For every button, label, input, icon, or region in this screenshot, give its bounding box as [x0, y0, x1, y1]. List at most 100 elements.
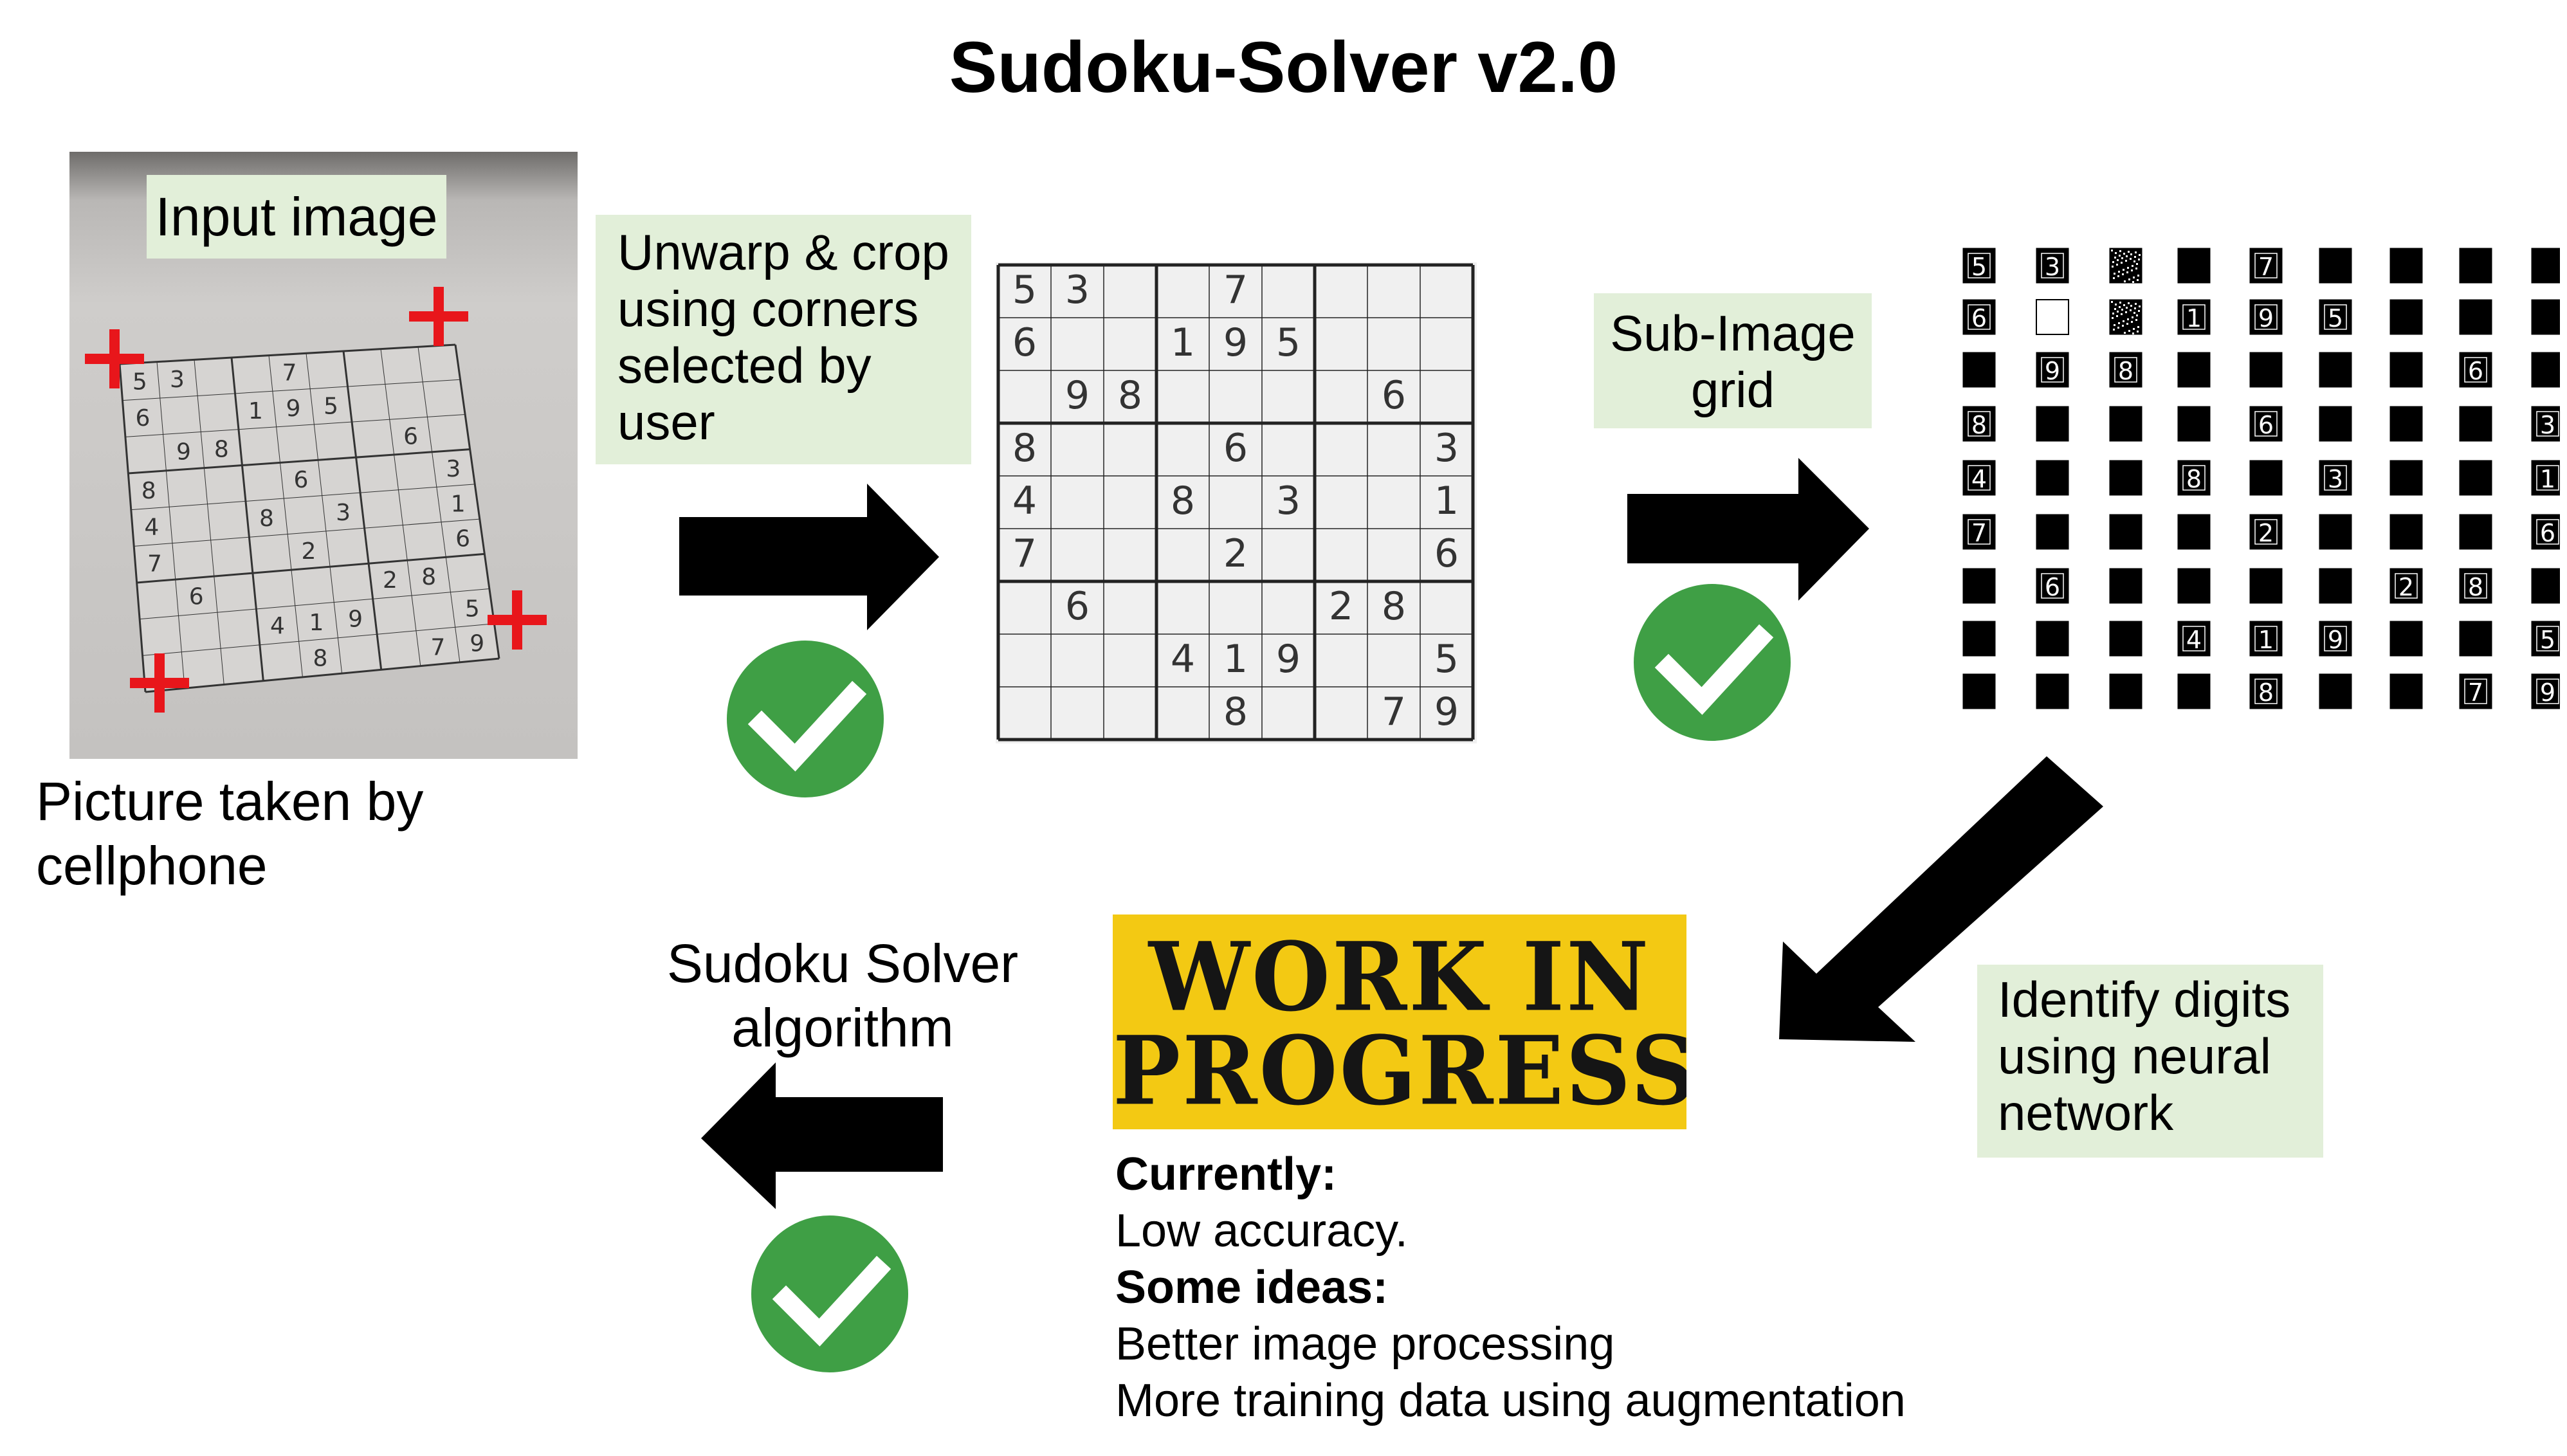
work-in-progress-banner: WORK IN PROGRESS — [1113, 915, 1686, 1129]
noise-speck — [2128, 330, 2130, 332]
noise-speck — [2138, 310, 2140, 312]
cropped-background — [996, 262, 1477, 743]
input-image-label: Input image — [147, 175, 446, 259]
noise-speck — [2139, 254, 2141, 256]
sub-image-frame — [2254, 626, 2278, 651]
warped-sudoku-grid — [118, 343, 500, 693]
warped-digit: 7 — [147, 551, 162, 577]
noise-speck — [2112, 261, 2114, 263]
cropped-digit: 1 — [1171, 320, 1195, 365]
sub-image-frame — [2182, 626, 2206, 651]
sub-image-cell — [2531, 352, 2564, 388]
noise-speck — [2122, 325, 2124, 327]
noise-speck — [2124, 332, 2126, 334]
noise-speck — [2133, 328, 2135, 330]
sub-image-cell — [2319, 248, 2352, 284]
noise-speck — [2119, 306, 2121, 308]
warped-line — [119, 343, 456, 365]
warped-line — [342, 350, 383, 670]
noise-speck — [2139, 305, 2141, 307]
noise-speck — [2136, 263, 2138, 265]
sub-image-digit: 7 — [2468, 678, 2483, 707]
sub-image-digit: 1 — [2540, 465, 2555, 493]
sub-image-digit: 9 — [2045, 357, 2060, 385]
cropped-digit: 3 — [1434, 426, 1459, 471]
noise-speck — [2127, 267, 2129, 269]
cropped-digit: 9 — [1065, 373, 1090, 418]
right-arrow-icon — [1627, 458, 1869, 601]
sub-image-cell — [2177, 568, 2211, 604]
noise-speck — [2123, 304, 2125, 306]
sub-image-frame — [1968, 304, 1991, 330]
progress-notes: Currently: Low accuracy. Some ideas: Bet… — [1115, 1146, 2209, 1429]
currently-text: Low accuracy. — [1115, 1205, 1408, 1257]
noise-speck — [2114, 273, 2115, 275]
warped-line — [140, 588, 489, 620]
warped-digit: 8 — [313, 645, 328, 671]
unwarp-line-4: user — [617, 394, 715, 450]
sub-image-frame — [2536, 411, 2559, 437]
noise-speck — [2131, 321, 2133, 323]
sub-image-digit: 7 — [1971, 519, 1987, 547]
noise-speck — [2112, 266, 2114, 268]
sub-image-digit: 1 — [2186, 304, 2202, 332]
noise-speck — [2130, 305, 2132, 307]
sub-image-cell — [1962, 621, 1996, 657]
sub-image-digit: 3 — [2540, 411, 2555, 439]
warped-digit: 4 — [270, 613, 285, 639]
noise-speck — [2117, 327, 2119, 329]
sub-image-cell — [2459, 621, 2492, 657]
sub-image-cell — [2389, 673, 2423, 709]
sub-image-frame — [2114, 357, 2137, 383]
sub-image-digit: 4 — [2186, 626, 2202, 654]
noise-speck — [2125, 311, 2127, 313]
down-left-arrow-icon — [1779, 756, 2103, 1042]
noise-speck — [2130, 309, 2132, 311]
sub-image-frame — [1968, 465, 1991, 491]
noise-speck — [2123, 320, 2124, 322]
noise-speck — [2131, 269, 2133, 271]
noise-speck — [2114, 308, 2116, 310]
noise-speck — [2117, 311, 2119, 313]
cropped-digit: 8 — [1382, 584, 1406, 629]
noise-speck — [2134, 256, 2136, 258]
cropped-digit: 1 — [1434, 478, 1459, 523]
noise-speck — [2126, 323, 2128, 325]
sub-image-cell — [2459, 460, 2492, 496]
sub-image-digit: 8 — [1971, 411, 1987, 439]
warped-digit: 8 — [142, 478, 156, 504]
unwarp-line-3: selected by — [617, 337, 872, 394]
sub-image-frame — [2041, 573, 2064, 599]
noise-speck — [2113, 277, 2115, 279]
warped-digit: 1 — [309, 610, 324, 636]
warped-line — [131, 484, 475, 511]
corner-marker-icon — [85, 329, 144, 388]
noise-speck — [2119, 255, 2121, 257]
cropped-digit: 8 — [1012, 426, 1037, 471]
identify-line-2: using neural — [1998, 1028, 2271, 1084]
solver-line-2: algorithm — [731, 997, 954, 1058]
warped-digit: 6 — [455, 526, 470, 552]
subimage-step-box: Sub-Image grid — [1594, 293, 1872, 428]
sub-image-digit: 7 — [2258, 253, 2274, 281]
noise-speck — [2127, 318, 2129, 320]
sub-image-digit: 5 — [1971, 253, 1987, 281]
noise-speck — [2130, 258, 2132, 260]
noise-speck — [2118, 322, 2120, 324]
noise-speck — [2125, 260, 2127, 262]
warped-line — [417, 347, 461, 662]
subimage-line-1: Sub-Image — [1610, 305, 1856, 361]
warped-digit: 7 — [282, 360, 297, 387]
sub-image-frame — [2536, 678, 2559, 704]
noise-speck — [2119, 250, 2121, 252]
warped-line — [142, 623, 495, 656]
noise-speck — [2138, 259, 2140, 260]
noise-speck — [2133, 260, 2135, 262]
sub-image-frame — [2324, 626, 2347, 651]
sub-image-frame — [2324, 465, 2347, 491]
cropped-digit: 4 — [1171, 637, 1195, 682]
sub-image-cell — [1962, 568, 1996, 604]
cropped-digit: 4 — [1012, 478, 1037, 523]
noise-speck — [2124, 280, 2126, 282]
